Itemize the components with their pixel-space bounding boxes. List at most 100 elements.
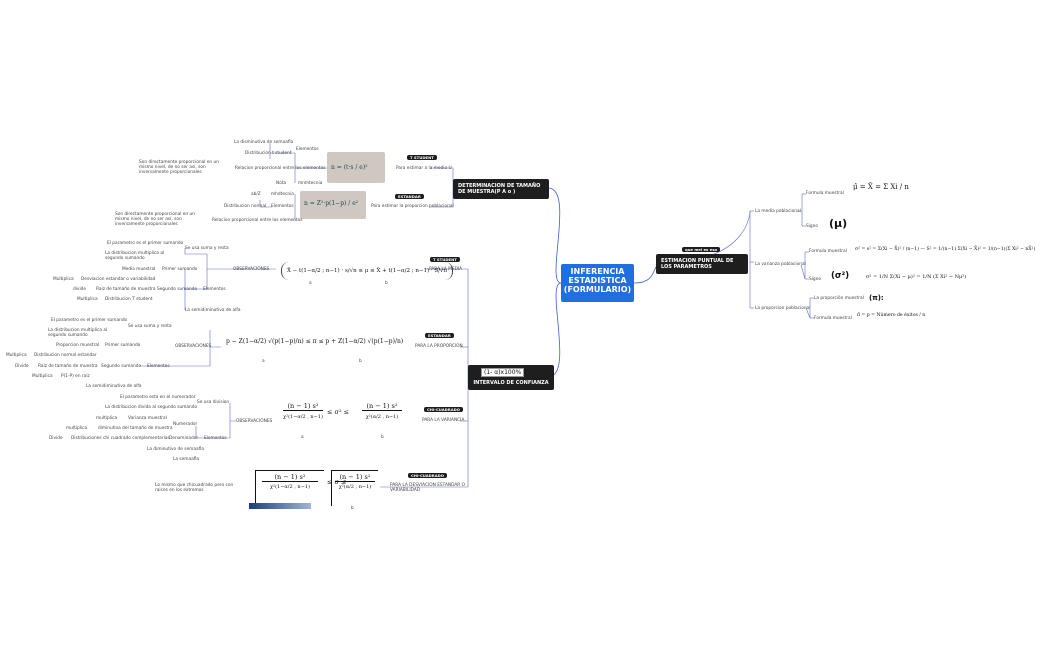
- para-la-varianza-label: PARA LA VARIANCIA: [422, 418, 465, 423]
- dist-normal-proporcion: Distribucion normal estandar: [34, 353, 97, 358]
- media-formula-text: μ̂ = X̄ = Σ Xi / n: [853, 183, 909, 191]
- primer-sumando-proporcion: Primer sumando: [105, 343, 141, 348]
- varianza-middle: ≤ σ² ≤: [327, 408, 350, 416]
- proporcion-formula-label: Formula muestral: [814, 316, 852, 321]
- nota-label: Nota: [276, 181, 287, 186]
- ab2-value: mhdtecnia: [271, 192, 294, 197]
- p1p-proporcion: P(1-P) en raiz: [61, 374, 90, 379]
- varianza-signo-formula: σ² = 1/N Σ(Xi − μ)² = 1/N (Σ Xi² − Nμ²): [866, 274, 967, 280]
- relacion-upper-2: Relacion proporcional entre los elemento…: [212, 218, 303, 223]
- multiplica-media: Multiplica: [53, 277, 74, 282]
- dist-mult-proporcion: La distribucion multiplica al segundo su…: [48, 328, 108, 338]
- media-signo-label: Signo: [806, 224, 819, 229]
- param-num-varianza: El parametro esta en el numerador: [120, 395, 196, 400]
- intervalo-confianza-label: INTERVALO DE CONFIANZA: [473, 380, 549, 386]
- estandar-photo-formula: n = Z²·p(1−p) / e²: [304, 200, 359, 207]
- varianza-signo-label: Signo: [809, 277, 822, 282]
- se-usa-varianza: Se usa division: [197, 400, 230, 405]
- estandar-label-upper: Para estimar la proporcion poblacional: [371, 204, 454, 209]
- chi-badge-desviacion: CHI-CUADRADO: [408, 473, 448, 478]
- estandar-photo: n = Z²·p(1−p) / e²: [300, 191, 366, 219]
- formula-image-strip: [249, 503, 311, 509]
- media-interval-formula: X̄ − t(1−α/2 ; n−1) · s/√n ≤ μ ≤ X̄ + t(…: [281, 262, 454, 280]
- varianza-den-a: χ²(1−α/2 , n−1): [283, 414, 323, 420]
- dist-divide-varianza: La distribucion divida al segundo sumand…: [105, 405, 198, 410]
- segundo-sumando-proporcion: Segundo sumando: [101, 364, 142, 369]
- primer-param-proporcion: El parametro es el primer sumando: [51, 318, 128, 323]
- elementos-proporcion: Elementos: [147, 364, 170, 369]
- desviacion-media: Desviacion estandar o variabilidad: [81, 277, 156, 282]
- mu-symbol: (μ): [829, 217, 848, 230]
- desviacion-den-b: χ²(α/2 , n−1): [338, 484, 372, 490]
- divide-proporcion: Divide: [15, 364, 29, 369]
- tstudent-label-upper: Para estimar a la media U: [396, 166, 452, 171]
- media-b: b: [385, 281, 388, 286]
- varianza-den-b: χ²(α/2 , n−1): [365, 414, 399, 420]
- multiplica2-varianza: multiplica: [66, 426, 88, 431]
- semafla-varianza: La semaafla: [173, 457, 200, 462]
- dist-mult-media: La distribucion multiplica al segundo su…: [105, 251, 165, 261]
- varianza-num-a: (n − 1) s²: [283, 402, 323, 411]
- segundo-sumando-media: Segundo sumando: [157, 287, 198, 292]
- disminutivo-upper: La disminutiva de semaafla: [234, 140, 294, 145]
- ab2-label: ab/Z: [251, 192, 261, 197]
- estimacion-puntual-node[interactable]: ESTIMACION PUNTUAL DE LOS PARAMETROS: [656, 254, 748, 274]
- estimacion-badge: que mel es eso: [682, 247, 721, 252]
- estandar-badge-proporcion: ESTANDAR: [425, 333, 454, 338]
- relacion-text-upper-2: Son directamente proporcional en un mism…: [115, 212, 195, 227]
- elementos-varianza: Elementos: [204, 436, 227, 441]
- para-la-proporcion-label: PARA LA PROPORCION: [415, 344, 463, 349]
- root-line1: INFERENCIA: [570, 267, 625, 276]
- diminutivo-sem-varianza: La diminutivo de semaafla: [147, 447, 204, 452]
- proporcion-a: a: [262, 359, 265, 364]
- varianza-muestral: Varianza muestral: [128, 416, 167, 421]
- semidiminutiva-proporcion: La semidiminutiva de alfa: [86, 384, 142, 389]
- divide-media: divide: [73, 287, 87, 292]
- desviacion-middle: ≤ σ ≤: [327, 478, 347, 486]
- media-formula-label: Formula muestral: [806, 191, 844, 196]
- nota-value: mnmtecnia: [298, 181, 323, 186]
- desviacion-den-a: χ²(1−α/2 , n−1): [270, 484, 310, 490]
- proporcion-b: b: [359, 359, 362, 364]
- varianza-b: b: [381, 435, 384, 440]
- determinacion-node[interactable]: DETERMINACION DE TAMAÑO DE MUESTRA(P A o…: [453, 179, 549, 199]
- desviacion-num-a: (n − 1) s²: [262, 473, 318, 482]
- media-a: a: [309, 281, 312, 286]
- tstudent-badge-upper: T STUDENT: [407, 155, 437, 160]
- chi-badge-varianza: CHI-CUADRADO: [424, 407, 464, 412]
- varianza-formula: σ² = s² = Σ(Xi − X̄)² / (n−1) — S² = 1/(…: [855, 247, 1036, 252]
- se-usa-proporcion: Se usa suma y resta: [128, 324, 172, 329]
- estandar-badge-upper: ESTANDAR: [395, 194, 424, 199]
- root-node[interactable]: INFERENCIA ESTADISTICA (FORMULARIO): [561, 264, 634, 302]
- elementos-upper-1: Elementos: [296, 147, 319, 152]
- divide-varianza: Divide: [49, 436, 63, 441]
- primer-param-media: El parametro es el primer sumando: [107, 241, 184, 246]
- distribucion-t-upper: Distribucion t student: [245, 151, 292, 156]
- multiplica-varianza: multiplica: [96, 416, 118, 421]
- desviacion-root-b: (n − 1) s² χ²(α/2 , n−1): [331, 470, 378, 506]
- elementos-upper-2: Elementos: [271, 204, 294, 209]
- tstudent-photo-formula: n = (t·s / e)²: [331, 164, 368, 171]
- media-poblacional-label: La media poblacional: [755, 209, 801, 214]
- se-usa-media: Se usa suma y resta: [185, 246, 229, 251]
- elementos-media: Elementos: [203, 287, 226, 292]
- desviacion-note: Lo mismo que chicuadrado pero con raices…: [155, 483, 234, 493]
- para-la-desviacion-label: PARA LA DESVIACION ESTANDAR O VARIABILID…: [390, 483, 466, 493]
- relacion-upper-1: Relacion proporcional entre los elemento…: [235, 166, 326, 171]
- desviacion-b: b: [351, 506, 354, 511]
- observaciones-media: OBSERVACIONES: [233, 267, 270, 272]
- prop-muestral: Proporcion muestral: [56, 343, 100, 348]
- proporcion-muestral-label: La proporción muestral: [814, 296, 864, 301]
- distribucion-normal-upper: Distribucion normal: [224, 204, 267, 209]
- dist-t-media: Distribucion T student: [105, 297, 153, 302]
- multiplica-proporcion: Multiplica: [6, 353, 27, 358]
- varianza-formula-label: Formula muestral: [809, 249, 847, 254]
- media-formula: μ̂ = X̄ = Σ Xi / n: [853, 183, 909, 191]
- proporcion-interval-formula: p − Z(1−α/2) √(p(1−p)/n) ≤ π ≤ p + Z(1−α…: [226, 338, 404, 345]
- media-muestral: Media muestral: [122, 267, 156, 272]
- tstudent-photo: n = (t·s / e)²: [327, 152, 385, 183]
- raiz-media: Raíz de tamaño de muestra: [96, 287, 156, 292]
- varianza-num-b: (n − 1) s²: [362, 402, 402, 411]
